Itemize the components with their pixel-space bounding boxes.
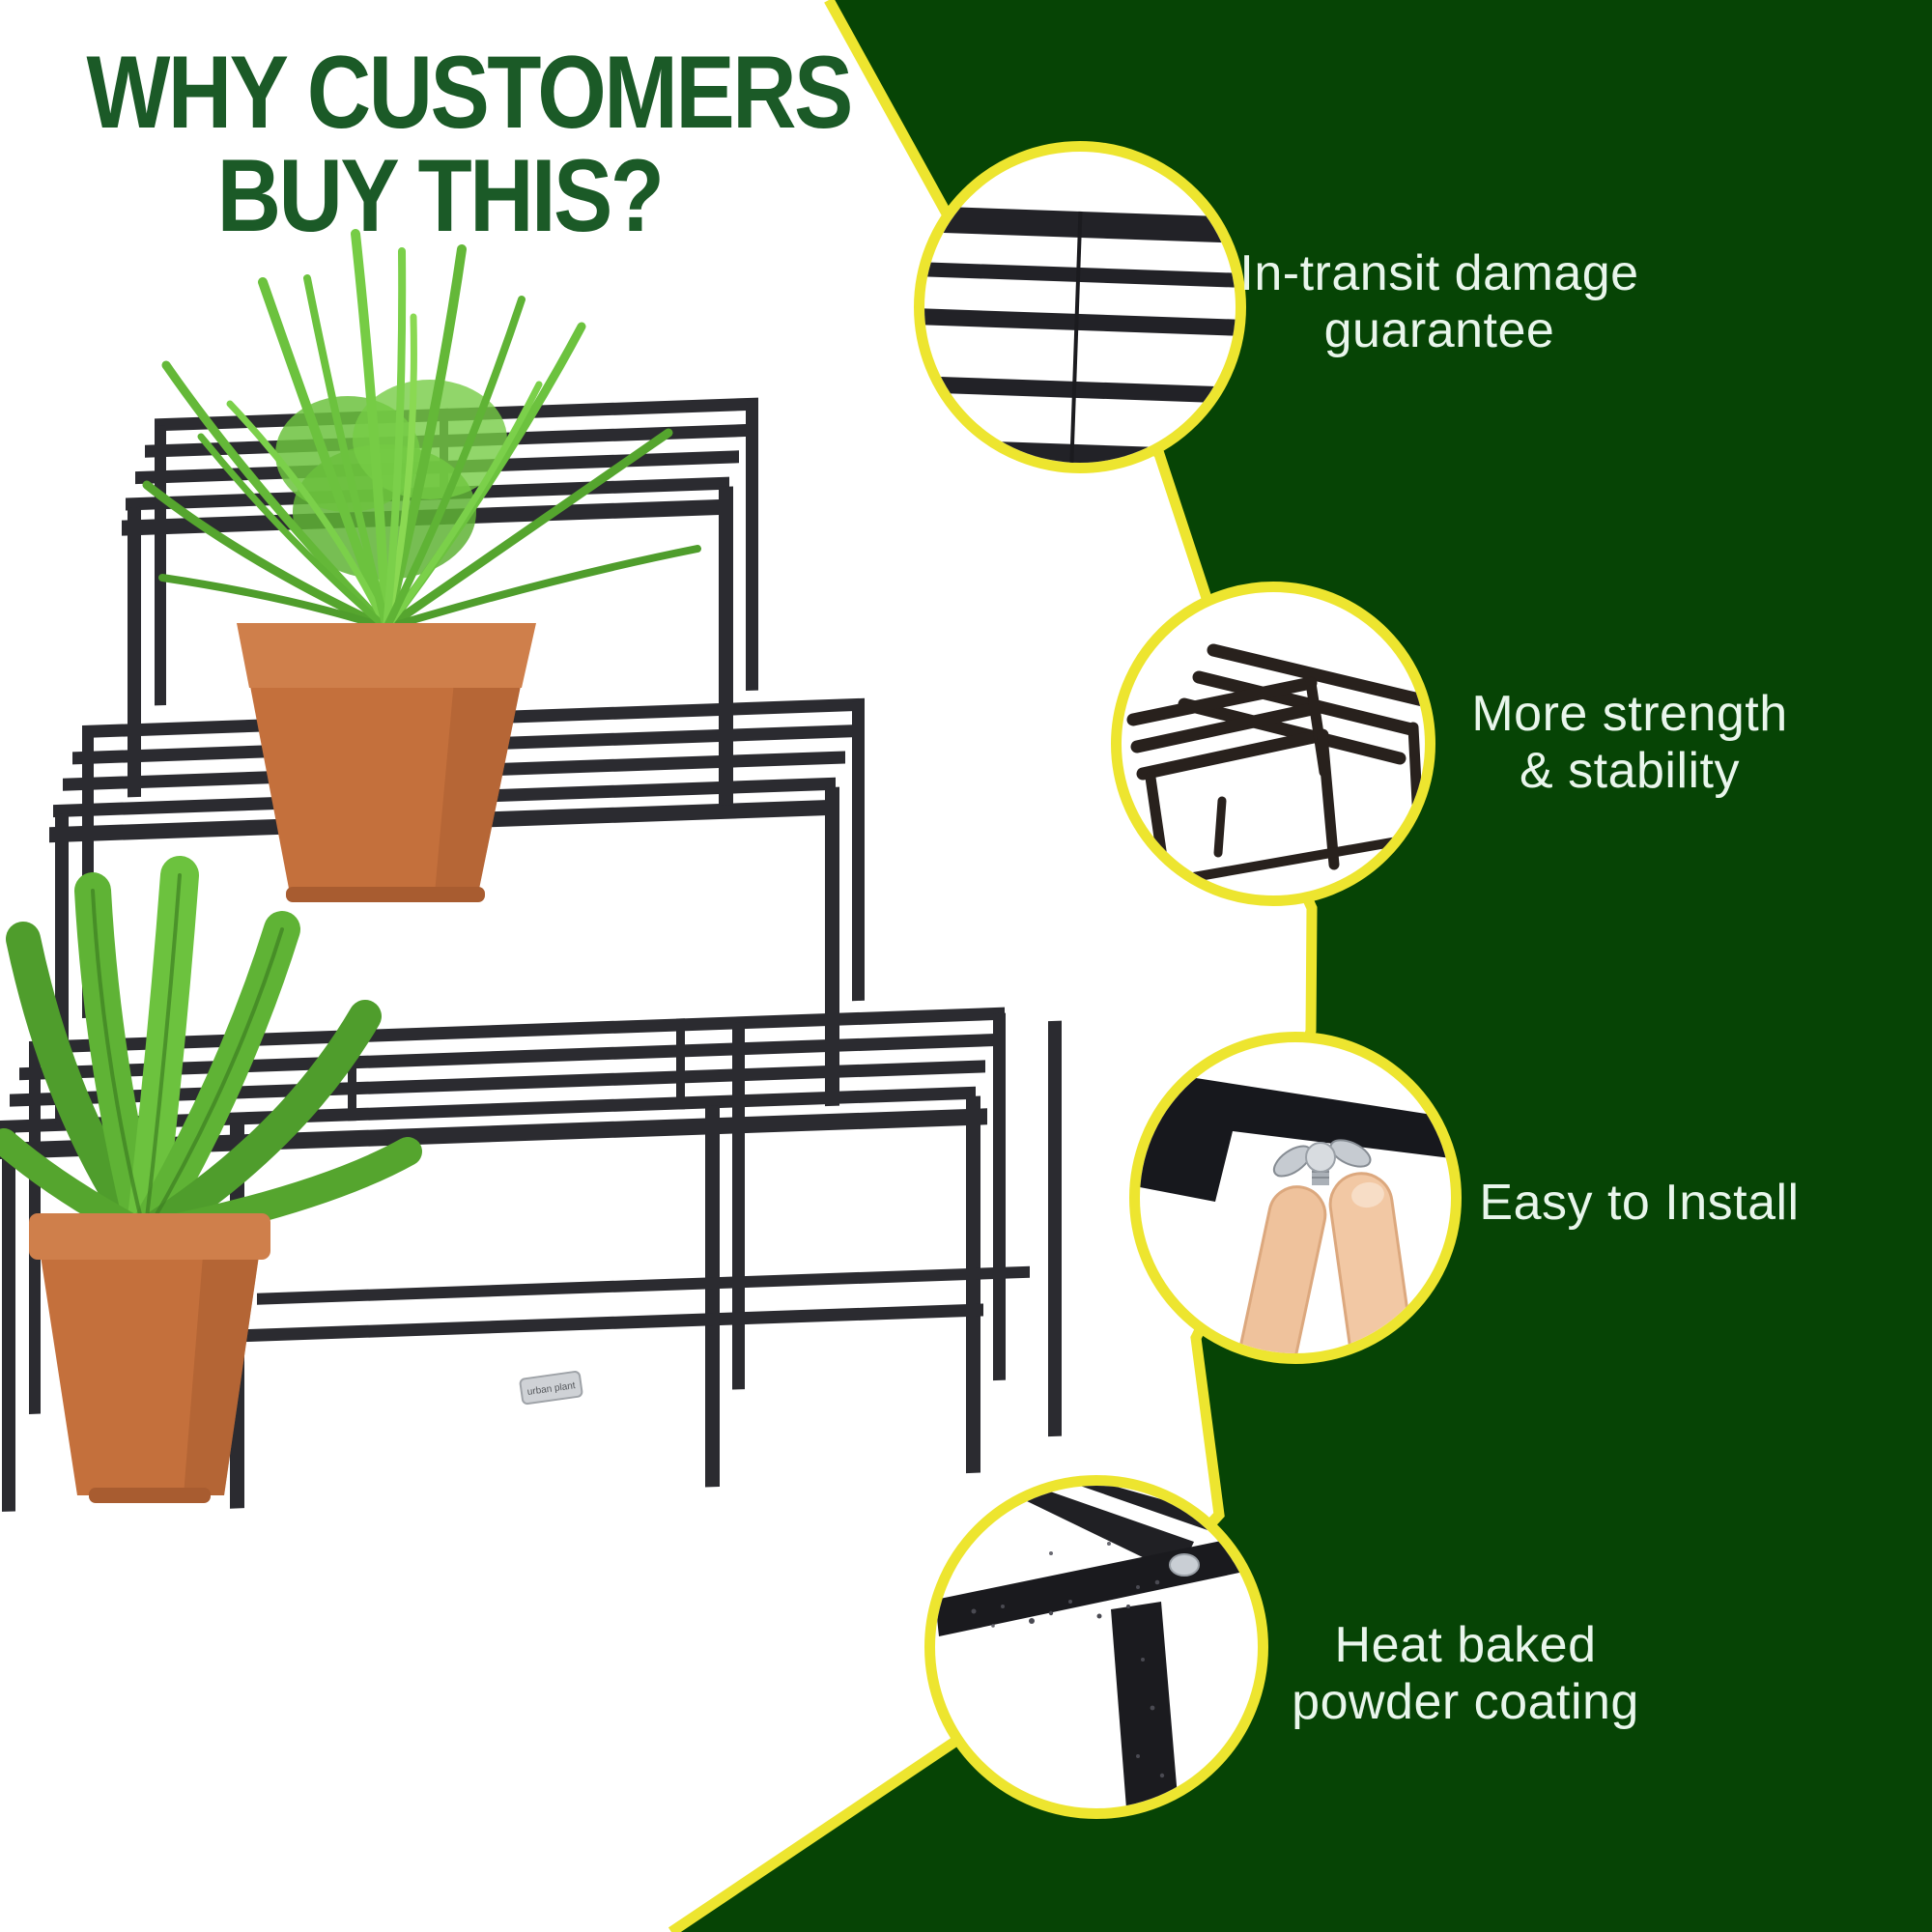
callout-circle-in-transit [914, 141, 1246, 473]
feature-2-line-2: & stability [1519, 742, 1741, 799]
hand-wing-nut-photo [1140, 1069, 1451, 1353]
callout-circle-install [1129, 1032, 1462, 1364]
fern-plant [142, 229, 701, 902]
title-line-2: BUY THIS? [216, 137, 665, 253]
brand-tag: urban plant [519, 1371, 583, 1406]
feature-3-line-1: Easy to Install [1479, 1175, 1800, 1231]
stand-frame-photo [1126, 643, 1425, 890]
title-line-1: WHY CUSTOMERS [86, 34, 854, 150]
callout-circle-coating [924, 1475, 1268, 1819]
feature-label-install: Easy to Install [1388, 1175, 1890, 1232]
page-title: WHY CUSTOMERS BUY THIS? [86, 34, 854, 253]
feature-1-line-1: In-transit damage [1239, 245, 1639, 301]
feature-label-strength: More strength & stability [1378, 686, 1881, 800]
feature-2-line-1: More strength [1471, 686, 1788, 742]
feature-1-line-2: guarantee [1323, 301, 1555, 358]
plant-stand-photo: urban plant [0, 229, 1062, 1512]
feature-4-line-2: powder coating [1292, 1673, 1639, 1730]
feature-label-coating: Heat baked powder coating [1214, 1617, 1717, 1731]
coating-texture [971, 1542, 1165, 1778]
broadleaf-plant [0, 856, 422, 1503]
terracotta-pot-bottom [29, 1213, 270, 1503]
terracotta-pot-top [237, 623, 536, 902]
wing-nut [1272, 1139, 1372, 1185]
feature-label-in-transit: In-transit damage guarantee [1188, 245, 1690, 359]
fingers [1236, 1172, 1415, 1353]
callout-circle-strength [1111, 582, 1435, 906]
green-area [671, 0, 1932, 1932]
metal-slats-photo [924, 205, 1236, 463]
feature-4-line-1: Heat baked [1334, 1617, 1597, 1673]
powder-coating-photo [935, 1486, 1258, 1808]
